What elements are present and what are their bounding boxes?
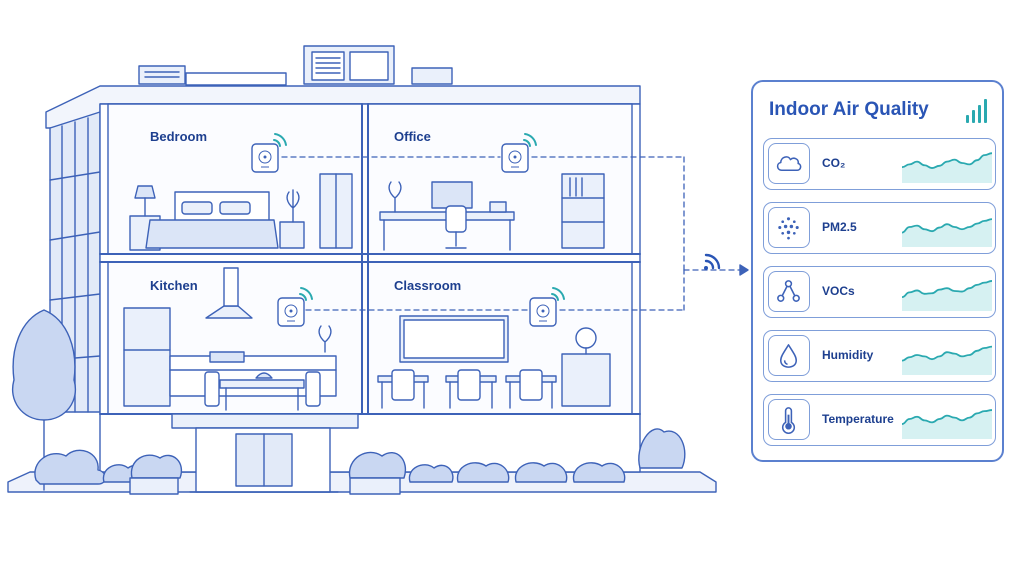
thermometer-icon: [768, 399, 810, 440]
metric-trend-chart: [902, 409, 992, 439]
trend-line: [902, 409, 992, 425]
metric-label: CO₂: [822, 156, 846, 170]
trend-area: [902, 346, 992, 375]
kitchen-furniture: [123, 267, 337, 411]
panel-title: Indoor Air Quality: [769, 99, 929, 120]
trend-area: [902, 410, 992, 439]
metric-trend-chart: [902, 345, 992, 375]
cloud-icon: [768, 143, 810, 184]
room-label-kitchen: Kitchen: [150, 278, 198, 293]
metric-label: Temperature: [822, 412, 894, 426]
trend-line: [902, 345, 992, 362]
entrance: [171, 413, 359, 493]
metric-label: PM2.5: [822, 220, 857, 234]
trend-line: [902, 218, 992, 234]
office-furniture: [379, 173, 605, 251]
metric-trend-chart: [902, 152, 992, 183]
room-label-office: Office: [394, 129, 431, 144]
classroom-furniture: [377, 315, 611, 409]
air-quality-panel: Indoor Air Quality CO₂ PM2.5: [751, 80, 1004, 462]
metric-label: VOCs: [822, 284, 855, 298]
wifi-icon: [704, 253, 721, 270]
trend-line: [902, 152, 992, 169]
metric-row-temperature[interactable]: Temperature: [763, 394, 996, 446]
metric-row-vocs[interactable]: VOCs: [763, 266, 996, 318]
bushes: [34, 428, 686, 495]
rooftop-units: [138, 45, 453, 86]
metric-row-humidity[interactable]: Humidity: [763, 330, 996, 382]
air-sensor-icon: [529, 287, 565, 327]
arrow-head: [739, 264, 749, 276]
bedroom-furniture: [129, 173, 353, 251]
signal-bars-icon: [966, 99, 987, 123]
molecule-icon: [768, 271, 810, 312]
trend-area: [902, 219, 992, 247]
water-drop-icon: [768, 335, 810, 376]
sensor-connections: [281, 156, 741, 311]
tree: [12, 309, 76, 491]
metric-row-co2[interactable]: CO₂: [763, 138, 996, 190]
room-label-classroom: Classroom: [394, 278, 461, 293]
particles-icon: [768, 207, 810, 248]
air-sensor-icon: [251, 133, 287, 173]
metric-row-pm25[interactable]: PM2.5: [763, 202, 996, 254]
trend-line: [902, 280, 992, 299]
metric-label: Humidity: [822, 348, 874, 362]
metric-trend-chart: [902, 218, 992, 247]
air-sensor-icon: [501, 133, 537, 173]
metric-trend-chart: [902, 280, 992, 311]
trend-area: [902, 153, 992, 183]
air-sensor-icon: [277, 287, 313, 327]
room-label-bedroom: Bedroom: [150, 129, 207, 144]
